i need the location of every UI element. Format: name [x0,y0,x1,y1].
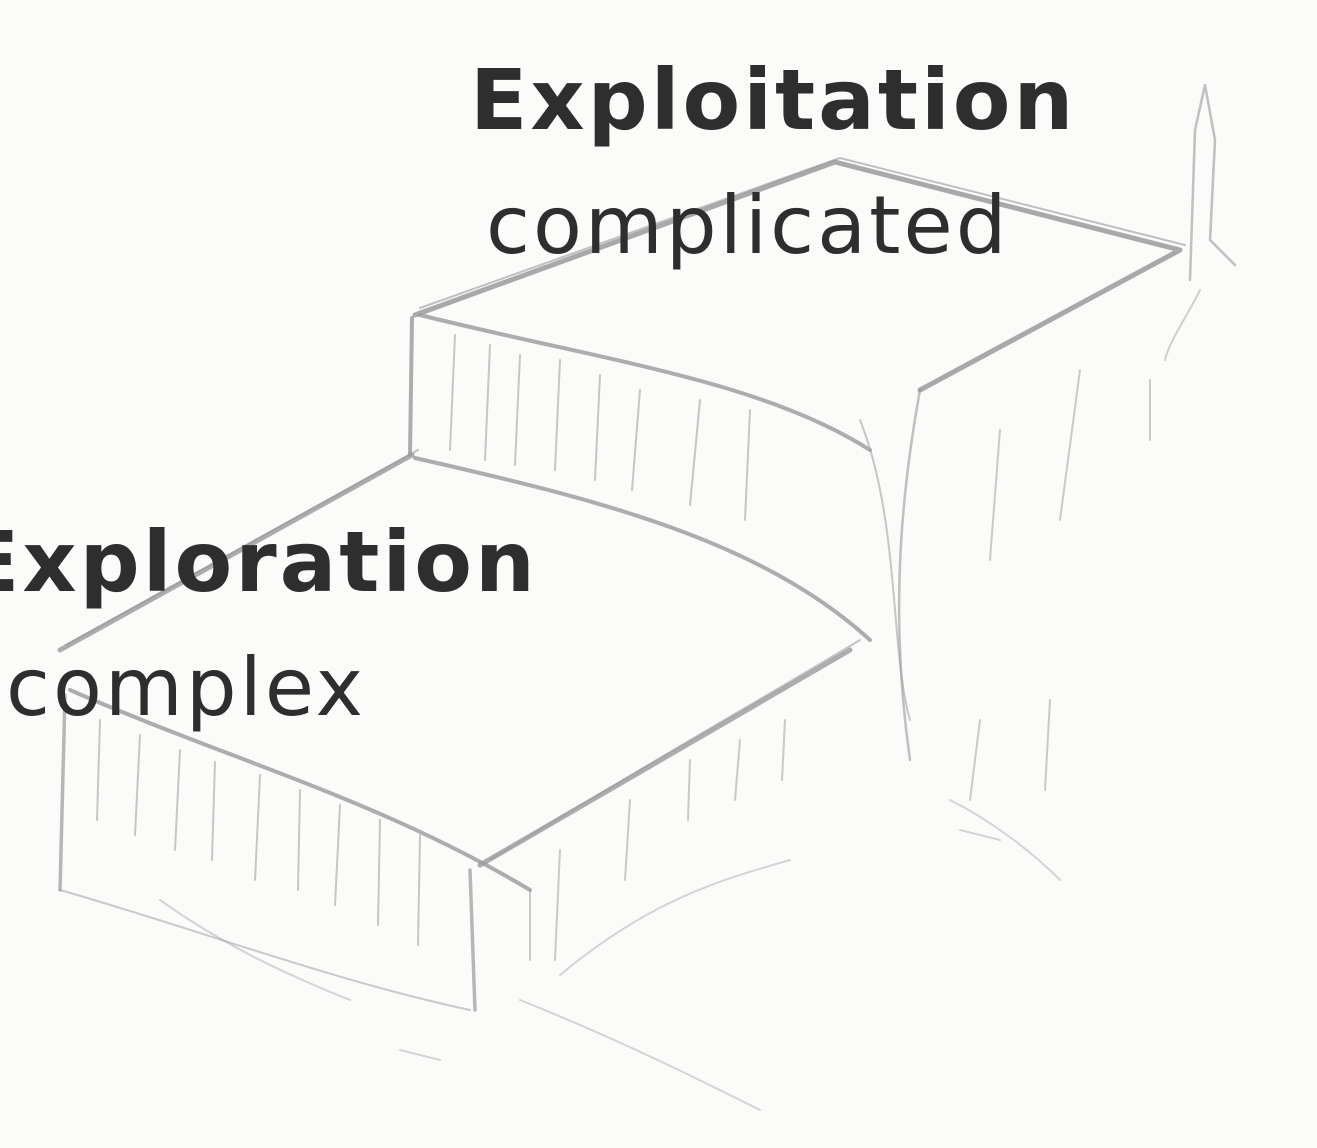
upper-step-title: Exploitation [470,58,1076,142]
lower-step-subtitle: complex [6,648,366,728]
lower-step-title: Exploration [0,520,538,604]
upper-step-subtitle: complicated [486,186,1009,266]
upper-step-side [899,390,920,760]
top-spike [1190,85,1235,280]
